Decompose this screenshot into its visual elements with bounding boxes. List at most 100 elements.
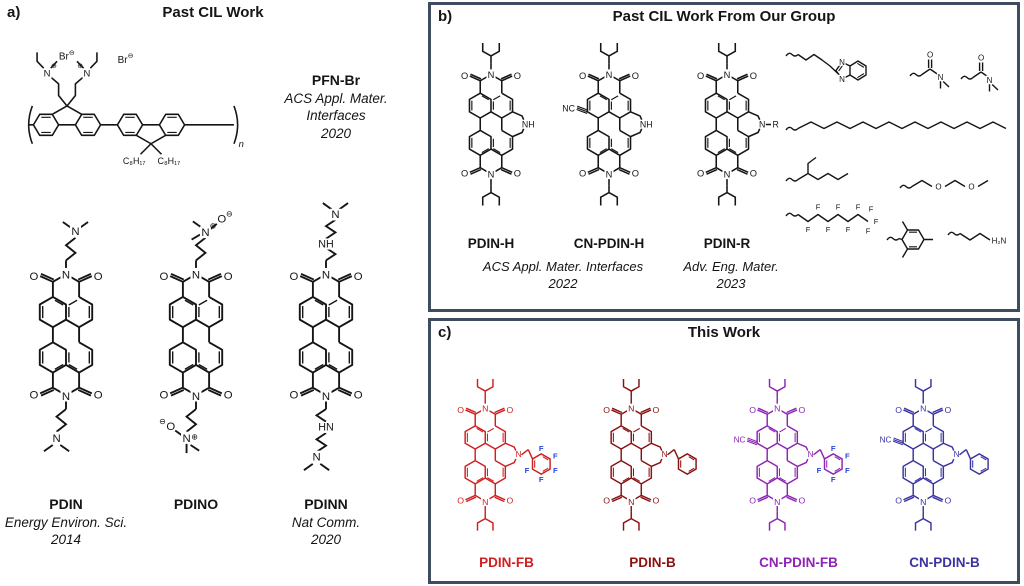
amine-nitrogen-label: N xyxy=(331,209,339,221)
fluorine-label: F xyxy=(856,203,861,212)
fluorine-label: F xyxy=(874,217,879,226)
panel-a: a) Past CIL Work N N ⊕ ⊕ Br ⊖ Br ⊖ xyxy=(0,0,426,586)
amine-nitrogen-label: N xyxy=(71,226,79,238)
amide-nitrogen-label: N xyxy=(987,76,993,85)
panel-a-compounds-row: N N PDIN Energy Environ. Sci. 2014 xyxy=(0,176,428,549)
fluorine-label: F xyxy=(845,466,850,475)
pdin-structure: N N xyxy=(28,221,104,453)
reference-line: 2020 xyxy=(320,125,352,141)
reference-line: 2014 xyxy=(50,532,82,548)
fluorine-label: F xyxy=(846,225,851,234)
bay-nitrogen-label: N xyxy=(808,450,814,459)
fluorine-label: F xyxy=(525,466,530,475)
n-oxide-nitrogen-label: N xyxy=(201,227,209,239)
panel-a-tag: a) xyxy=(7,4,21,21)
fluorine-label: F xyxy=(836,203,841,212)
bay-nitrogen-label: N xyxy=(516,450,522,459)
plus-charge: ⊕ xyxy=(210,221,217,230)
imidazole-nitrogen-label: N xyxy=(839,58,845,67)
pdino-structure: N ⊕ O ⊖ N ⊕ O ⊖ xyxy=(158,209,234,454)
pdin-b-structure: N xyxy=(602,378,697,531)
panel-a-title: Past CIL Work xyxy=(162,4,264,21)
ammonium-nitrogen-label: N xyxy=(84,68,91,79)
compound-name: PDIN-B xyxy=(629,555,676,570)
fluorine-label: F xyxy=(553,466,558,475)
fluorine-label: F xyxy=(845,452,850,461)
ether-oxygen-label: O xyxy=(935,183,941,192)
compound-pdin: N N PDIN Energy Environ. Sci. 2014 xyxy=(2,176,130,549)
panel-b-reference-1: ACS Appl. Mater. Interfaces 2022 xyxy=(437,259,689,292)
cyano-label: NC xyxy=(562,103,575,113)
bay-nitrogen-label: N xyxy=(662,450,668,459)
amine-nitrogen-label: N xyxy=(52,433,60,445)
cn-pdin-fb-structure: N NC F F F F F xyxy=(734,378,850,531)
reference-line: ACS Appl. Mater. Interfaces xyxy=(482,259,644,274)
minus-charge: ⊖ xyxy=(226,209,233,218)
plus-charge: ⊕ xyxy=(51,63,57,70)
panel-b-tag: b) xyxy=(438,8,453,25)
fluorine-label: F xyxy=(539,444,544,453)
panel-c: c) This Work N F F F xyxy=(428,318,1020,584)
r-group-gallery: N N O N O N O O F F F F F F F F xyxy=(785,51,1007,258)
fluorine-label: F xyxy=(817,466,822,475)
compound-pdin-fb: N F F F F F PDIN-FB xyxy=(434,345,579,572)
pfn-br-structure: N N ⊕ ⊕ Br ⊖ Br ⊖ C₈H₁₇ C₈H₁₇ n xyxy=(27,50,244,166)
amine-nitrogen-label: N xyxy=(312,452,320,464)
fluorine-label: F xyxy=(553,452,558,461)
panel-b: b) Past CIL Work From Our Group NH PDIN-… xyxy=(428,2,1020,312)
compound-name: PDIN xyxy=(49,496,83,512)
compound-name: PFN-Br xyxy=(311,72,361,88)
panel-c-title: This Work xyxy=(687,324,761,341)
compound-pdino: N ⊕ O ⊖ N ⊕ O ⊖ PDINO xyxy=(132,176,260,549)
bromide-label: Br xyxy=(59,52,70,63)
pfn-br-label-block: PFN-Br ACS Appl. Mater. Interfaces 2020 xyxy=(250,72,422,142)
compound-caption: CN-PDIN-H xyxy=(551,236,667,251)
fluorine-label: F xyxy=(816,203,821,212)
compound-name: PDIN-FB xyxy=(479,555,534,570)
reference-line: 2023 xyxy=(716,275,746,291)
oxide-oxygen-label: O xyxy=(217,214,226,226)
pdin-fb-structure: N F F F F F xyxy=(456,378,558,531)
panel-c-compounds-row: N F F F F F PDIN-FB xyxy=(434,345,1017,572)
reference-line: Energy Environ. Sci. xyxy=(4,515,128,530)
reference-line: 2020 xyxy=(310,532,342,548)
bay-nh-label: NH xyxy=(522,119,535,129)
minus-charge: ⊖ xyxy=(128,53,134,60)
fluorine-label: F xyxy=(826,225,831,234)
compound-caption: PDIN-B xyxy=(580,555,725,570)
cn-pdin-h-structure: NH NC xyxy=(562,42,653,206)
r-group-label: R xyxy=(772,119,778,129)
compound-pdin-h: NH PDIN-H xyxy=(433,29,549,253)
pdin-h-structure: NH xyxy=(460,42,535,206)
plus-charge: ⊕ xyxy=(191,432,198,441)
compound-caption: CN-PDIN-B xyxy=(872,555,1017,570)
compound-caption: PDINO xyxy=(132,496,260,512)
n-oxide-nitrogen-label: N xyxy=(182,433,190,445)
compound-caption: PDIN-H xyxy=(433,236,549,251)
repeat-unit-n: n xyxy=(239,139,244,150)
fluorine-label: F xyxy=(869,205,874,214)
fluorine-label: F xyxy=(806,225,811,234)
octyl-label: C₈H₁₇ xyxy=(158,156,181,166)
fluorine-label: F xyxy=(539,475,544,484)
compound-cn-pdin-b: N NC CN-PDIN-B xyxy=(872,345,1017,572)
secondary-amine-label: HN xyxy=(318,422,333,434)
compound-name: PDINO xyxy=(173,496,219,512)
compound-name: CN-PDIN-H xyxy=(573,236,645,251)
cn-pdin-b-structure: N NC xyxy=(880,378,989,531)
panel-b-title: Past CIL Work From Our Group xyxy=(612,8,836,25)
compound-name: CN-PDIN-B xyxy=(909,555,980,570)
pdin-r-structure: N R xyxy=(696,42,779,206)
ether-oxygen-label: O xyxy=(968,183,974,192)
reference-line: 2022 xyxy=(548,275,578,291)
compound-caption: PDIN-R xyxy=(669,236,785,251)
compound-cn-pdin-h: NH NC CN-PDIN-H xyxy=(551,29,667,253)
panel-b-reference-2: Adv. Eng. Mater. 2023 xyxy=(663,259,799,292)
bromide-label: Br xyxy=(118,55,129,66)
compound-pdin-r: N R PDIN-R xyxy=(669,29,785,253)
cyano-label: NC xyxy=(880,436,892,445)
reference-line: Adv. Eng. Mater. xyxy=(683,259,779,274)
compound-caption: CN-PDIN-FB xyxy=(726,555,871,570)
fluorine-label: F xyxy=(866,227,871,236)
